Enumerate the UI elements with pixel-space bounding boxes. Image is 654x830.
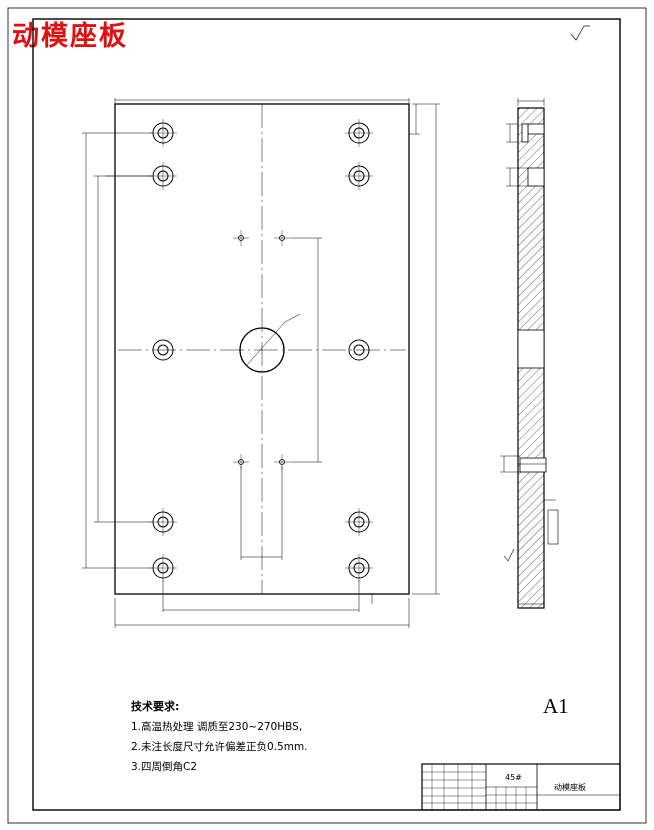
ejector-holes: [233, 230, 290, 470]
side-view-section: [500, 98, 559, 609]
surface-roughness-symbol: [570, 25, 590, 41]
title-block-material: 45#: [505, 773, 522, 782]
front-view-dimensions: [82, 98, 440, 628]
hole-bottom-right-1: [345, 508, 373, 536]
hole-bottom-left-2: [149, 554, 177, 582]
inner-frame-border: [32, 18, 621, 811]
hole-bottom-left-1: [149, 508, 177, 536]
title-block: [421, 763, 621, 811]
center-locating-hole: [239, 313, 301, 373]
hole-top-left-1: [149, 119, 177, 147]
front-view-plate: [114, 103, 410, 595]
drawing-title: 动模座板: [12, 21, 128, 52]
hole-mid-left: [152, 339, 174, 361]
side-counterbore-2: [527, 167, 545, 187]
technical-requirements: 技术要求: 1.高温热处理 调质至230~270HBS, 2.未注长度尺寸允许偏…: [131, 697, 308, 777]
outer-sheet-border: [7, 7, 647, 824]
side-center-bore: [517, 329, 545, 369]
hole-pattern: [149, 119, 373, 582]
title-block-part-name: 动模座板: [554, 782, 586, 792]
hole-top-left-2: [149, 162, 177, 190]
ejector-hole-tr: [274, 230, 290, 246]
tech-req-heading: 技术要求:: [131, 700, 180, 713]
sheet-size-label: A1: [543, 694, 569, 718]
tech-req-item-2: 2.未注长度尺寸允许偏差正负0.5mm.: [131, 741, 308, 753]
hole-top-right-1: [345, 119, 373, 147]
side-counterbore-1b: [521, 123, 529, 143]
tech-req-item-1: 1.高温热处理 调质至230~270HBS,: [131, 721, 303, 733]
hole-bottom-right-2: [345, 554, 373, 582]
side-counterbore-1: [527, 123, 545, 135]
ejector-hole-tl: [233, 230, 249, 246]
hole-mid-right: [348, 339, 370, 361]
tech-req-item-3: 3.四周倒角C2: [131, 761, 198, 773]
hole-top-right-2: [345, 162, 373, 190]
side-ejector-slot: [519, 457, 547, 473]
